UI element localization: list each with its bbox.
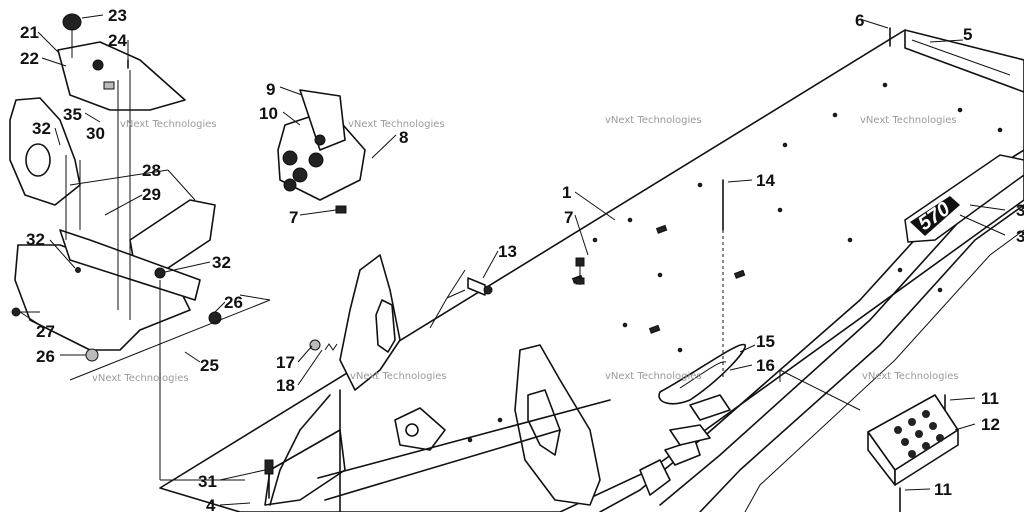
callout-1: 1 <box>562 183 571 202</box>
callout-35: 35 <box>63 105 82 124</box>
callout-30: 30 <box>86 124 105 143</box>
callout-18: 18 <box>276 376 295 395</box>
footrest-bracket <box>867 394 959 486</box>
callout-3: 3 <box>1016 201 1024 220</box>
tunnel-rear-flange <box>904 29 1024 93</box>
callout-32: 32 <box>26 230 45 249</box>
rear-bumper-parts <box>9 13 271 481</box>
callout-11: 11 <box>934 480 952 499</box>
mount-bracket-9-10 <box>277 89 366 214</box>
watermarks: vNext Technologies vNext Technologies vN… <box>92 115 959 384</box>
callout-15: 15 <box>756 332 775 351</box>
callout-29: 29 <box>142 185 161 204</box>
tunnel-top-deck <box>159 29 1024 512</box>
callout-labels: 1 4 5 6 7 7 8 9 10 11 11 12 13 14 15 16 … <box>20 6 1024 512</box>
callout-4: 4 <box>206 496 216 512</box>
callout-23: 23 <box>108 6 127 25</box>
front-frame <box>264 254 731 512</box>
callout-26: 26 <box>224 293 243 312</box>
running-board-pad <box>658 343 746 405</box>
callout-9: 9 <box>266 80 275 99</box>
hardware <box>264 27 946 512</box>
callout-13: 13 <box>498 242 517 261</box>
callout-7: 7 <box>564 208 573 227</box>
watermark-text: vNext Technologies <box>350 371 447 382</box>
callout-6: 6 <box>855 11 864 30</box>
callout-31: 31 <box>198 472 217 491</box>
cover-21 <box>57 41 186 111</box>
callout-12: 12 <box>981 415 1000 434</box>
front-plate <box>394 407 446 451</box>
callout-7: 7 <box>289 208 298 227</box>
callout-16: 16 <box>756 356 775 375</box>
callout-32: 32 <box>212 253 231 272</box>
callout-5: 5 <box>963 25 972 44</box>
callout-24: 24 <box>108 31 127 50</box>
watermark-text: vNext Technologies <box>120 119 217 130</box>
callout-25: 25 <box>200 356 219 375</box>
leader-lines <box>19 14 1006 506</box>
watermark-text: vNext Technologies <box>860 115 957 126</box>
watermark-text: vNext Technologies <box>605 371 702 382</box>
knob-23 <box>62 13 82 31</box>
watermark-text: vNext Technologies <box>862 371 959 382</box>
watermark-text: vNext Technologies <box>348 119 445 130</box>
callout-14: 14 <box>756 171 775 190</box>
callout-22: 22 <box>20 49 39 68</box>
callout-3: 3 <box>1016 227 1024 246</box>
callout-27: 27 <box>36 322 55 341</box>
watermark-text: vNext Technologies <box>92 373 189 384</box>
callout-17: 17 <box>276 353 295 372</box>
callout-11: 11 <box>981 389 999 408</box>
callout-8: 8 <box>399 128 408 147</box>
callout-32: 32 <box>32 119 51 138</box>
decal-570: 570 <box>904 154 1024 243</box>
callout-21: 21 <box>20 23 39 42</box>
callout-26: 26 <box>36 347 55 366</box>
callout-10: 10 <box>259 104 278 123</box>
callout-28: 28 <box>142 161 161 180</box>
watermark-text: vNext Technologies <box>605 115 702 126</box>
tunnel-assembly <box>159 29 1024 512</box>
